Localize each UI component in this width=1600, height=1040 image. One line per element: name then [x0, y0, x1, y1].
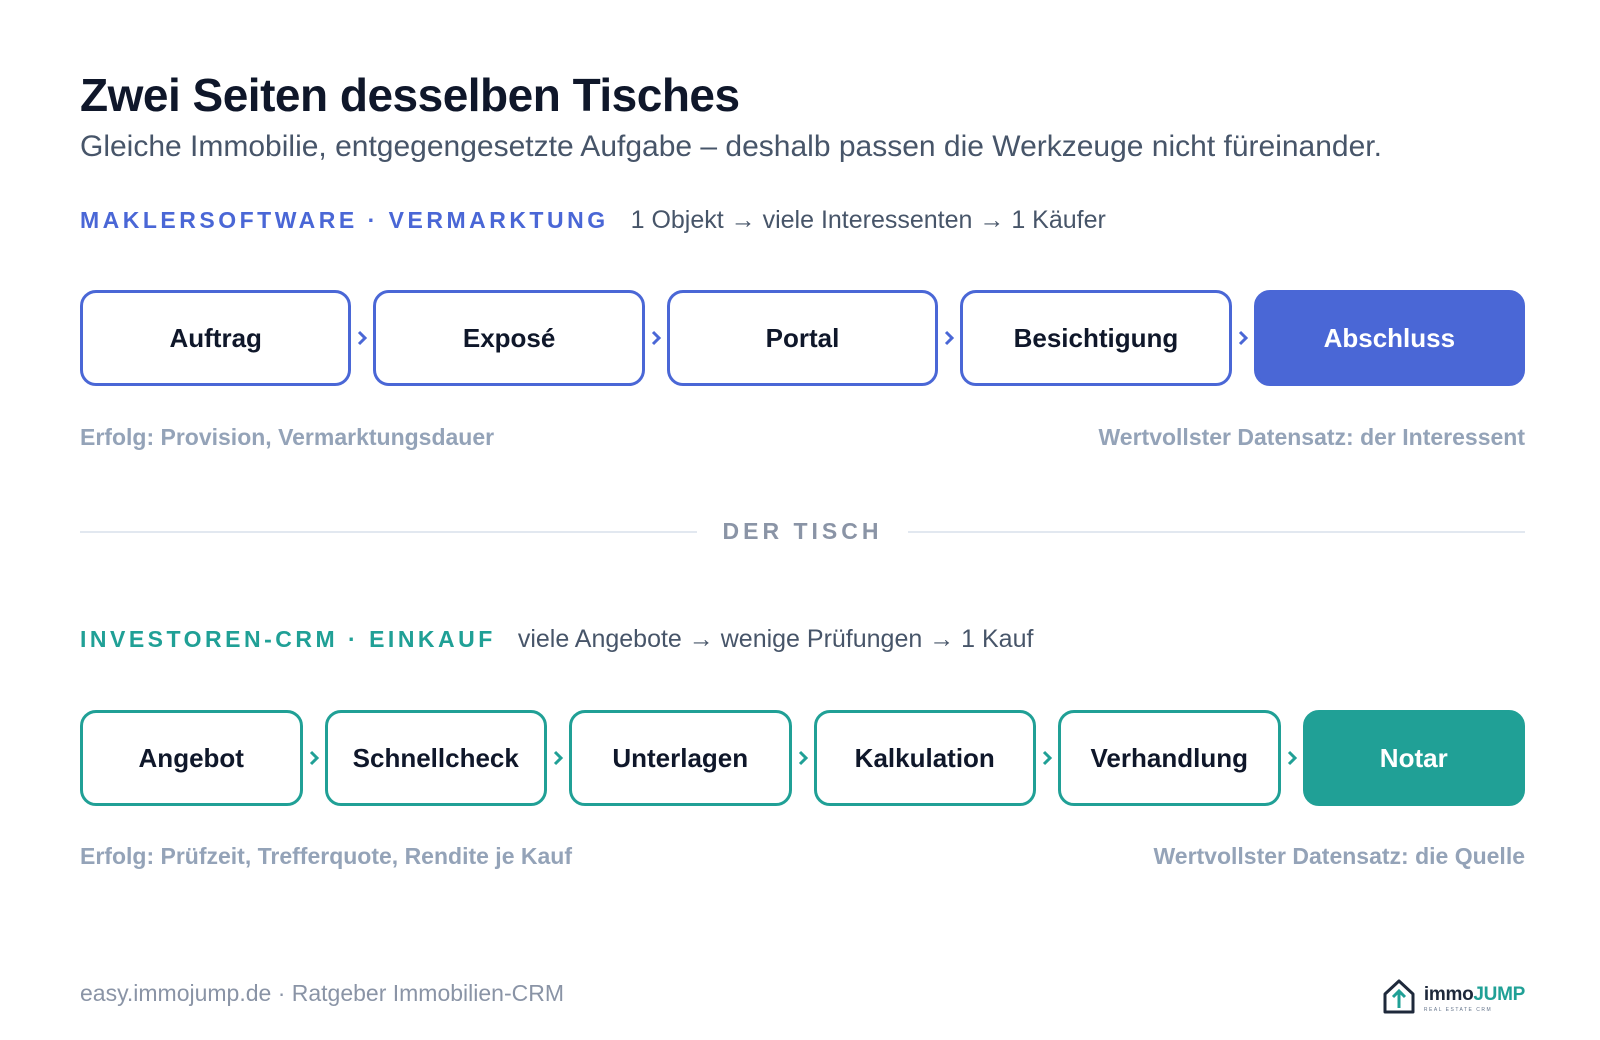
investor-section-label: INVESTOREN-CRM · EINKAUF viele Angebote …	[80, 625, 1033, 654]
brand-logo: immoJUMP REAL ESTATE CRM	[1382, 978, 1525, 1019]
investor-success-text: Erfolg: Prüfzeit, Trefferquote, Rendite …	[80, 843, 572, 869]
footer-source: easy.immojump.de · Ratgeber Immobilien-C…	[80, 980, 564, 1006]
chevron-right-icon	[1281, 750, 1303, 766]
makler-success-text: Erfolg: Provision, Vermarktungsdauer	[80, 424, 495, 450]
investor-process-flow: Angebot Schnellcheck Unterlagen Kalkulat…	[80, 710, 1525, 806]
chevron-right-icon	[792, 750, 814, 766]
makler-section-label: MAKLERSOFTWARE · VERMARKTUNG 1 Objekt → …	[80, 206, 1106, 235]
chevron-right-icon	[938, 330, 960, 346]
investor-step: Schnellcheck	[324, 710, 547, 806]
makler-step: Auftrag	[80, 290, 352, 386]
investor-step-final: Notar	[1302, 710, 1525, 806]
chevron-right-icon	[547, 750, 569, 766]
investor-valuable-text: Wertvollster Datensatz: die Quelle	[1153, 843, 1525, 869]
makler-process-flow: Auftrag Exposé Portal Besichtigung Absch…	[80, 290, 1526, 386]
logo-tagline: REAL ESTATE CRM	[1423, 1007, 1493, 1013]
divider-line-left	[80, 530, 697, 533]
table-divider: DER TISCH	[80, 518, 1526, 545]
makler-step: Portal	[666, 290, 939, 386]
chevron-right-icon	[351, 330, 373, 346]
makler-meta: Erfolg: Provision, Vermarktungsdauer Wer…	[80, 424, 1525, 451]
investor-step: Kalkulation	[813, 710, 1036, 806]
house-arrow-icon	[1382, 978, 1416, 1019]
divider-line-right	[908, 530, 1526, 533]
chevron-right-icon	[645, 330, 667, 346]
logo-wordmark: immoJUMP	[1423, 984, 1525, 1005]
makler-step-final: Abschluss	[1253, 290, 1526, 386]
investor-step: Verhandlung	[1058, 710, 1281, 806]
divider-label: DER TISCH	[722, 518, 883, 544]
page-subtitle: Gleiche Immobilie, entgegengesetzte Aufg…	[80, 130, 1382, 163]
chevron-right-icon	[1036, 750, 1058, 766]
makler-valuable-text: Wertvollster Datensatz: der Interessent	[1098, 424, 1526, 450]
chevron-right-icon	[1232, 330, 1254, 346]
investor-section-flow: viele Angebote → wenige Prüfungen → 1 Ka…	[517, 625, 1034, 653]
chevron-right-icon	[303, 750, 325, 766]
makler-section-tag: MAKLERSOFTWARE · VERMARKTUNG	[80, 207, 609, 233]
investor-section-tag: INVESTOREN-CRM · EINKAUF	[80, 626, 496, 652]
investor-step: Angebot	[80, 710, 303, 806]
makler-step: Exposé	[373, 290, 645, 386]
investor-meta: Erfolg: Prüfzeit, Trefferquote, Rendite …	[80, 843, 1525, 870]
makler-step: Besichtigung	[960, 290, 1232, 386]
page-title: Zwei Seiten desselben Tisches	[80, 69, 740, 121]
makler-section-flow: 1 Objekt → viele Interessenten → 1 Käufe…	[630, 206, 1106, 234]
investor-step: Unterlagen	[569, 710, 792, 806]
